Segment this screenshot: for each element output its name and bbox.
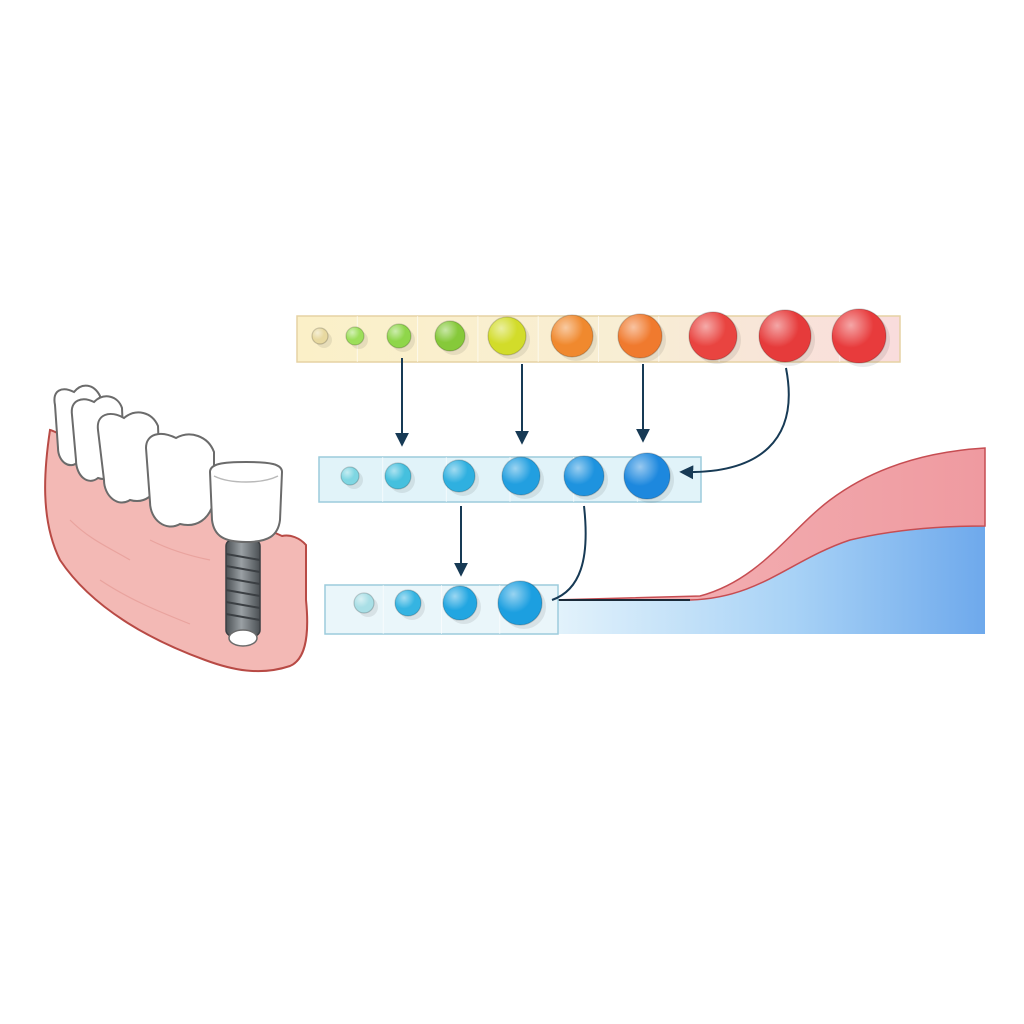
- dot-highlight: [551, 315, 593, 357]
- dot-highlight: [387, 324, 411, 348]
- jaw-illustration: [44, 384, 309, 673]
- arrow-row2-curve-to-row3: [551, 505, 587, 601]
- dot-highlight: [624, 453, 670, 499]
- dot-highlight: [346, 327, 364, 345]
- row-1: [296, 308, 901, 367]
- tooth-molar: [144, 432, 215, 528]
- dot-highlight: [395, 590, 421, 616]
- dot-highlight: [385, 463, 411, 489]
- flow-arrows: [395, 358, 790, 601]
- row-2: [318, 452, 702, 503]
- dot-highlight: [488, 317, 526, 355]
- area-blue: [558, 526, 985, 634]
- dot-highlight: [312, 328, 328, 344]
- dot-rows: [296, 308, 901, 635]
- dot-highlight: [443, 460, 475, 492]
- area-graph: [551, 447, 986, 634]
- dot-highlight: [498, 581, 542, 625]
- dot-highlight: [443, 586, 477, 620]
- implant-crown: [208, 460, 284, 544]
- dental-implant: [208, 460, 284, 647]
- area-red: [551, 447, 986, 601]
- dot-highlight: [759, 310, 811, 362]
- dot-highlight: [689, 312, 737, 360]
- dot-highlight: [435, 321, 465, 351]
- implant-tip: [228, 629, 258, 647]
- dot-highlight: [564, 456, 604, 496]
- row-3: [324, 580, 559, 635]
- dot-highlight: [832, 309, 886, 363]
- arrow-row1-curve-to-row2: [679, 367, 790, 480]
- dot-highlight: [341, 467, 359, 485]
- gum-texture: [69, 519, 211, 625]
- implant-threads: [225, 553, 261, 621]
- dot-highlight: [502, 457, 540, 495]
- dot-highlight: [354, 593, 374, 613]
- dot-highlight: [618, 314, 662, 358]
